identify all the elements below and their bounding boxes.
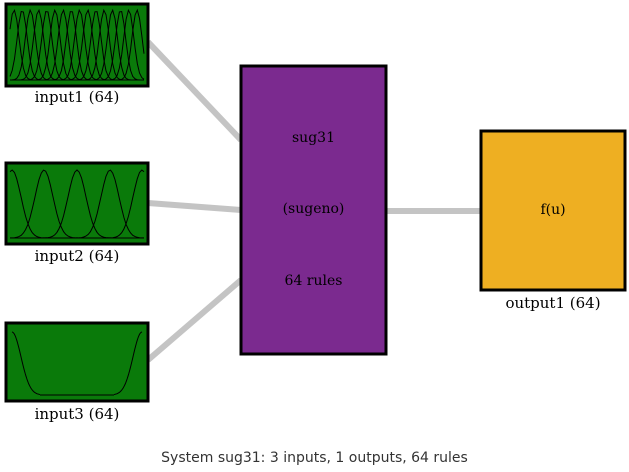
input3-mf-left-curve: [11, 331, 41, 395]
input1-mf-plot: [9, 8, 145, 81]
input2-box[interactable]: [4, 161, 150, 246]
input3-label: input3 (64): [34, 405, 120, 423]
system-name: sug31: [292, 130, 335, 146]
output-box[interactable]: [479, 129, 627, 292]
input2-mf-curve: [10, 169, 145, 239]
input3-mf-plot: [11, 331, 143, 396]
input3-box[interactable]: [4, 321, 150, 403]
system-rules: 64 rules: [284, 273, 343, 289]
output1-label: output1 (64): [505, 294, 601, 312]
connector-input2: [147, 200, 242, 213]
input2-label: input2 (64): [34, 247, 120, 265]
system-type: (sugeno): [282, 201, 345, 217]
input3-mf-right-curve: [113, 331, 143, 395]
system-box[interactable]: [239, 64, 388, 356]
system-caption: System sug31: 3 inputs, 1 outputs, 64 ru…: [161, 450, 468, 466]
connector-input1: [145, 39, 244, 143]
input1-mf-curve: [10, 8, 145, 81]
input1-label: input1 (64): [34, 88, 120, 106]
connector-input3: [146, 277, 243, 363]
output-function: f(u): [540, 202, 566, 218]
input2-mf-plot: [9, 169, 145, 239]
